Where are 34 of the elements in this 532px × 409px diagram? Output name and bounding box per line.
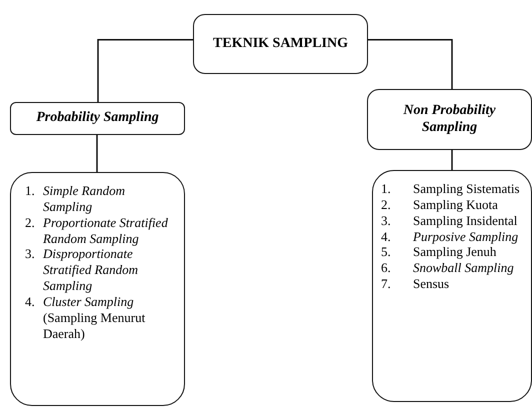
connector-line — [97, 39, 193, 102]
category-box — [10, 102, 185, 135]
connector-line — [451, 150, 453, 170]
list-box — [10, 172, 185, 406]
connector-line — [96, 135, 98, 172]
category-box — [367, 89, 532, 150]
item-number: 4. — [25, 294, 36, 312]
item-number: 6. — [381, 260, 392, 276]
item-number: 7. — [381, 276, 392, 292]
item-number: 4. — [381, 228, 392, 244]
list-item: Simple Random Sampling — [43, 183, 126, 215]
list-item: Disproportionate Stratified Random Sampling — [43, 246, 139, 294]
item-number: 2. — [25, 214, 36, 232]
list-item: Sampling Sistematis — [413, 181, 520, 197]
root-box — [193, 14, 368, 74]
title-text: TEKNIK SAMPLING — [212, 36, 349, 52]
list-item: Sensus — [413, 276, 450, 292]
item-number: 3. — [381, 212, 392, 229]
list-item: Snowball Sampling — [413, 260, 514, 276]
list-item: Sampling Kuota — [413, 196, 498, 213]
category-label: Probability Sampling — [35, 110, 160, 127]
list-item: Proportionate Stratified Random Sampling — [43, 214, 169, 246]
item-number: 2. — [381, 196, 392, 213]
item-number: 3. — [25, 246, 36, 264]
item-number: 1. — [381, 181, 392, 197]
list-item: Sampling Jenuh — [413, 244, 496, 260]
connector-line — [368, 39, 453, 89]
item-number: 1. — [25, 183, 36, 200]
list-box — [372, 170, 532, 402]
list-item: Cluster Sampling (Sampling Menurut Daerah) — [43, 294, 146, 342]
list-item: Purposive Sampling — [413, 228, 518, 244]
category-label: Non Probability Sampling — [402, 102, 497, 136]
item-number: 5. — [381, 244, 392, 260]
list-item: Sampling Insidental — [413, 212, 518, 229]
